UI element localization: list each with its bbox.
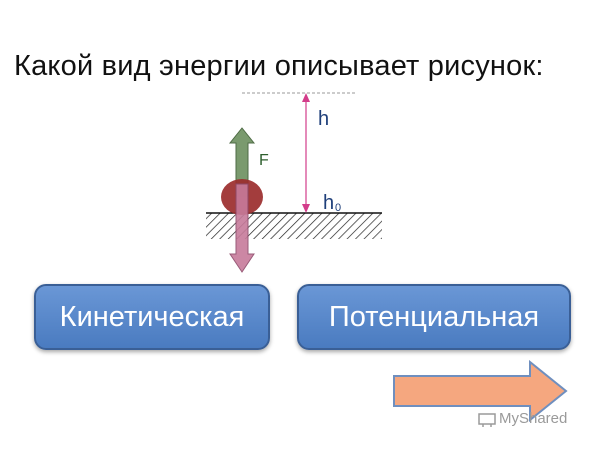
force-label: F [259,152,269,169]
right-arrow-icon [393,360,568,422]
watermark-logo-icon [478,412,496,427]
answer-kinetic-button[interactable]: Кинетическая [34,284,270,350]
answer-potential-button[interactable]: Потенциальная [297,284,571,350]
height-arrow-bottom-icon [302,204,310,213]
weight-arrow-down-icon [229,183,255,273]
height-arrow-top-icon [302,93,310,102]
base-height-subscript: 0 [335,202,341,214]
ground-hatching [206,213,382,239]
height-label: h [318,108,329,130]
watermark: MyShared [478,410,567,427]
base-height-label: h [323,192,334,214]
question-text: Какой вид энергии описывает рисунок: [14,50,544,82]
watermark-text: MyShared [499,410,568,427]
next-arrow-button[interactable] [392,360,570,422]
